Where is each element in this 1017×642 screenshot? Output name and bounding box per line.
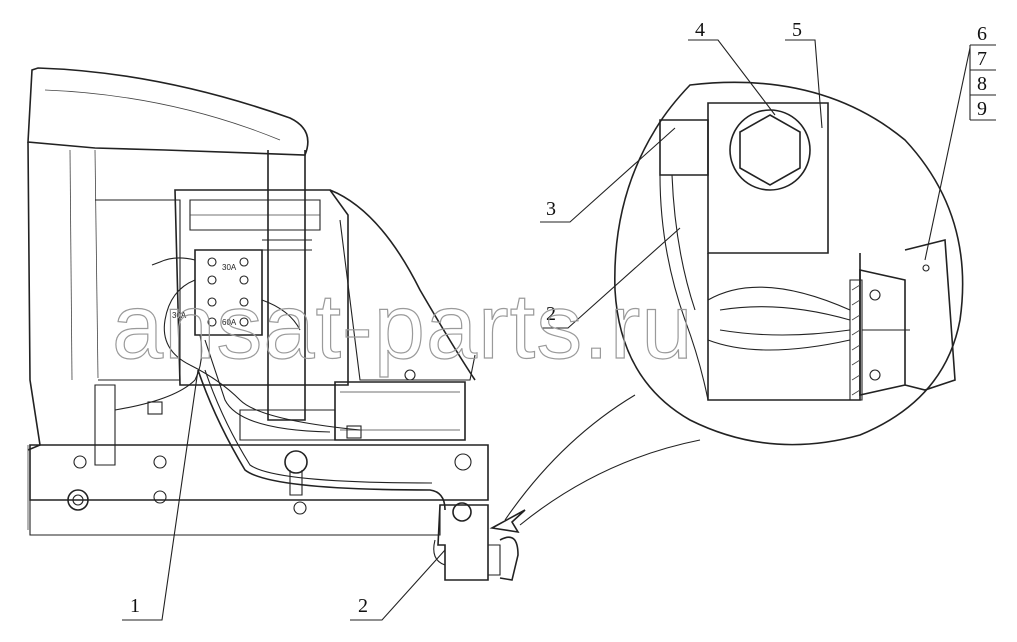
base-plate [239,409,336,441]
hex-nut [739,114,801,186]
callout-7: 7 [977,48,987,70]
fuse-label-1: 30A [222,263,237,272]
frame-hole [293,501,307,515]
detail-bolt [869,369,881,381]
detail-view [614,81,964,446]
detail-cables [707,286,851,351]
tank-plug [404,369,416,381]
fuse-block: 30A 30A 60A [172,249,263,336]
canopy-edge [44,89,281,141]
callout-2-detail: 2 [546,303,556,325]
leader-1 [122,369,199,621]
detail-bolt [869,289,881,301]
pipe-clamp [262,239,312,251]
harness-main-2 [204,369,433,484]
detail-arrow [489,394,701,534]
frame-hole [73,455,87,469]
cab-canopy [27,67,309,156]
wiring-harness [114,257,446,511]
callout-9: 9 [977,98,987,120]
frame-hole [153,490,167,504]
fuse-terminal [207,257,217,267]
leader-5 [785,39,823,129]
leader-6 [924,47,971,261]
wire-clip [346,425,362,439]
clamp-stem [289,470,303,496]
switch-cable [433,539,446,566]
frame-hole [153,455,167,469]
frame-lower [29,500,441,536]
fuse-terminal [239,317,249,327]
switch-body [437,504,489,581]
leader-4 [688,39,776,116]
switch-nut [452,502,472,522]
switch-side [488,544,501,576]
fuse-label-3: 60A [222,318,237,327]
frame-rail [29,444,489,501]
battery-top [189,199,321,231]
tank-lines [340,391,460,431]
watermark: ansat-parts.ru [112,276,694,378]
detail-circle [614,81,964,446]
leader-2-bottom [350,549,446,621]
callout-5: 5 [792,19,802,41]
callout-4: 4 [695,19,705,41]
bracket-curve-2 [671,174,696,311]
leader-2-detail [542,227,681,329]
fuse-terminal [239,257,249,267]
fuse-terminal [207,275,217,285]
detail-switch-hole [922,264,930,272]
arrow-head [489,509,526,534]
clamp-ring [284,450,308,474]
callout-3: 3 [546,198,556,220]
mount-plate [707,102,829,254]
battery-housing [174,189,349,386]
hex-nut-washer [729,109,811,191]
wire [163,279,196,366]
hatching [851,284,861,396]
wire-clip [147,401,163,415]
cab-pillar [69,149,73,381]
wire [261,299,301,331]
wire [114,334,203,411]
callout-1: 1 [130,595,140,617]
fender [329,189,476,381]
wire [204,339,331,433]
callout-2-bottom: 2 [358,595,368,617]
wire [151,257,196,266]
battery-switch [433,502,519,581]
fuse-terminal [207,297,217,307]
detail-switch-body [859,269,906,396]
detail-switch-cover [904,238,956,391]
stack-lines [970,44,996,121]
bracket [94,384,116,466]
callouts: 1 2 2 3 4 5 6 7 8 9 [122,19,996,621]
cab-left-wall [27,141,41,451]
lower-tank [334,381,466,441]
arrow-line [504,394,636,521]
bracket-curve [659,174,709,401]
bracket-arm [659,119,709,176]
fuse-terminal [239,297,249,307]
wire [189,364,361,431]
fuse-label-2: 30A [172,311,187,320]
fuse-terminal [239,275,249,285]
leader-3 [540,127,676,223]
frame-bolt-inner [72,494,84,506]
callout-8: 8 [977,73,987,95]
detail-switch-flange [849,279,863,401]
frame-hole [454,453,472,471]
frame-bolt [67,489,89,511]
fender-inner [339,219,476,381]
mount-plate-lower [707,253,861,401]
switch-lever [499,536,519,581]
arrow-line-2 [519,439,701,526]
fuse-housing [194,249,263,336]
harness-main [197,369,446,511]
vertical-pipe [267,150,306,421]
cab-pillar-2 [94,149,99,379]
fuse-terminal [207,317,217,327]
callout-6: 6 [977,23,987,45]
